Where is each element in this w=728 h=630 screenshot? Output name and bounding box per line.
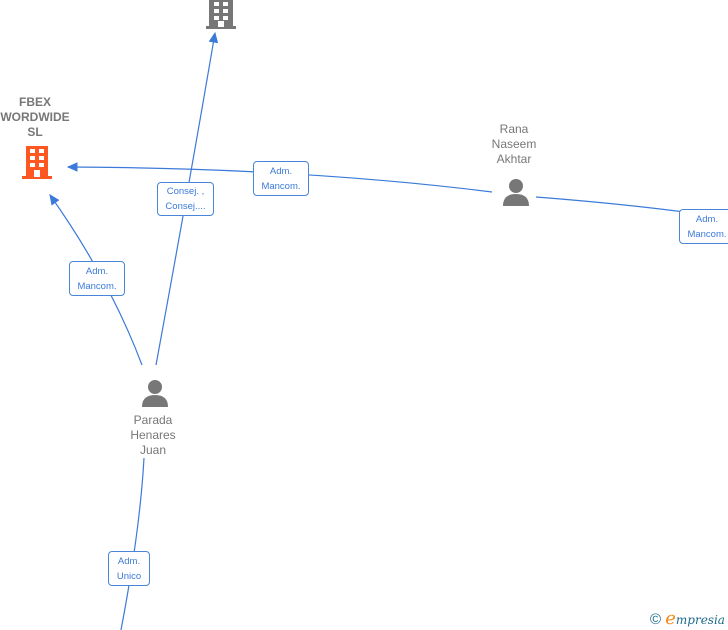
label-line: Naseem [491,137,537,151]
fbex-label[interactable]: FBEX WORDWIDE SL [0,95,80,140]
label-line: Juan [139,443,167,457]
label-line: WORDWIDE [0,110,70,124]
logo-e: e [665,608,676,629]
edge-label-line: Unico [116,571,142,582]
edge-label-adm-mancom-rana[interactable]: Adm. Mancom. [253,161,309,196]
edge-label-line: Adm. [695,214,719,225]
edge-label-line: Mancom. [77,281,117,292]
edge-label-line: Adm. [85,266,109,277]
edge-label-adm-unico[interactable]: Adm. Unico [108,551,150,586]
building-icon-top[interactable] [205,0,237,30]
label-line: FBEX [18,95,51,109]
label-line: SL [27,125,43,139]
edge-label-line: Mancom. [261,181,301,192]
label-line: Rana [499,122,529,136]
edge-label-consej[interactable]: Consej. , Consej.... [157,182,214,216]
edge-label-line: Adm. [117,556,141,567]
edge-label-line: Consej.... [165,201,206,212]
copyright-icon: © [650,611,662,628]
label-line: Henares [130,428,176,442]
logo-text: mpresia [675,613,725,627]
edge-label-line: Adm. [269,166,293,177]
edge-label-line: Mancom. [687,229,727,240]
person-icon-rana[interactable] [501,177,531,207]
empresia-logo: © empresia [650,608,725,629]
edge-label-adm-mancom-right[interactable]: Adm. Mancom. [679,209,728,244]
label-line: Parada [133,413,173,427]
rana-label[interactable]: Rana Naseem Akhtar [469,122,559,167]
person-icon-parada[interactable] [140,378,170,408]
edge-label-line: Consej. , [166,186,205,197]
building-icon-fbex[interactable] [21,145,53,181]
label-line: Akhtar [496,152,532,166]
edge-label-adm-mancom-parada[interactable]: Adm. Mancom. [69,261,125,296]
parada-label[interactable]: Parada Henares Juan [108,413,198,458]
edge-bottom-parada [120,457,145,630]
